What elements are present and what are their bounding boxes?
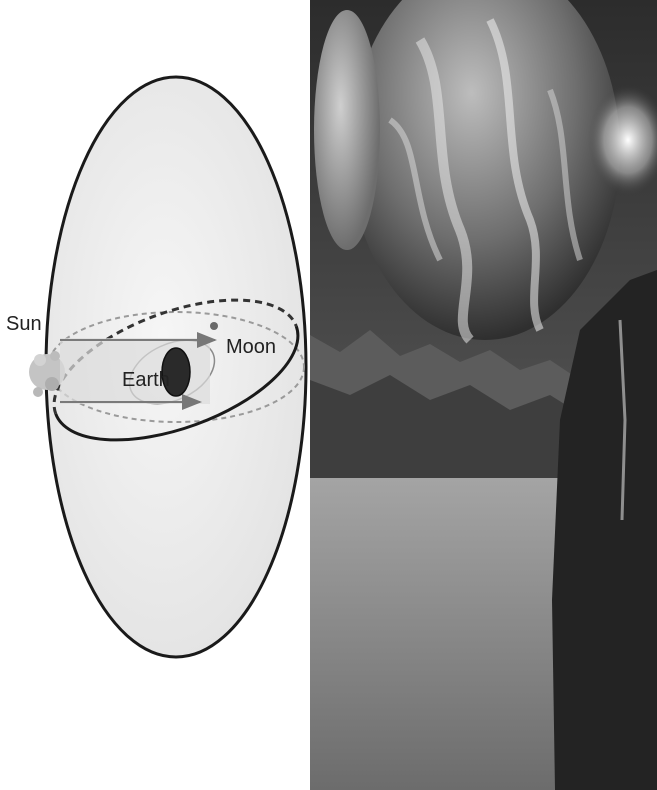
space-landscape-svg [310, 0, 657, 790]
space-landscape-image [310, 0, 657, 790]
orbit-diagram-svg: Sun Earth Moon [0, 0, 310, 790]
orbit-diagram: Sun Earth Moon [0, 0, 310, 790]
moon-body [314, 10, 380, 250]
moon-label: Moon [226, 336, 276, 358]
moon-icon [210, 322, 218, 330]
earth-label: Earth [122, 369, 170, 391]
sun-label: Sun [6, 313, 42, 335]
